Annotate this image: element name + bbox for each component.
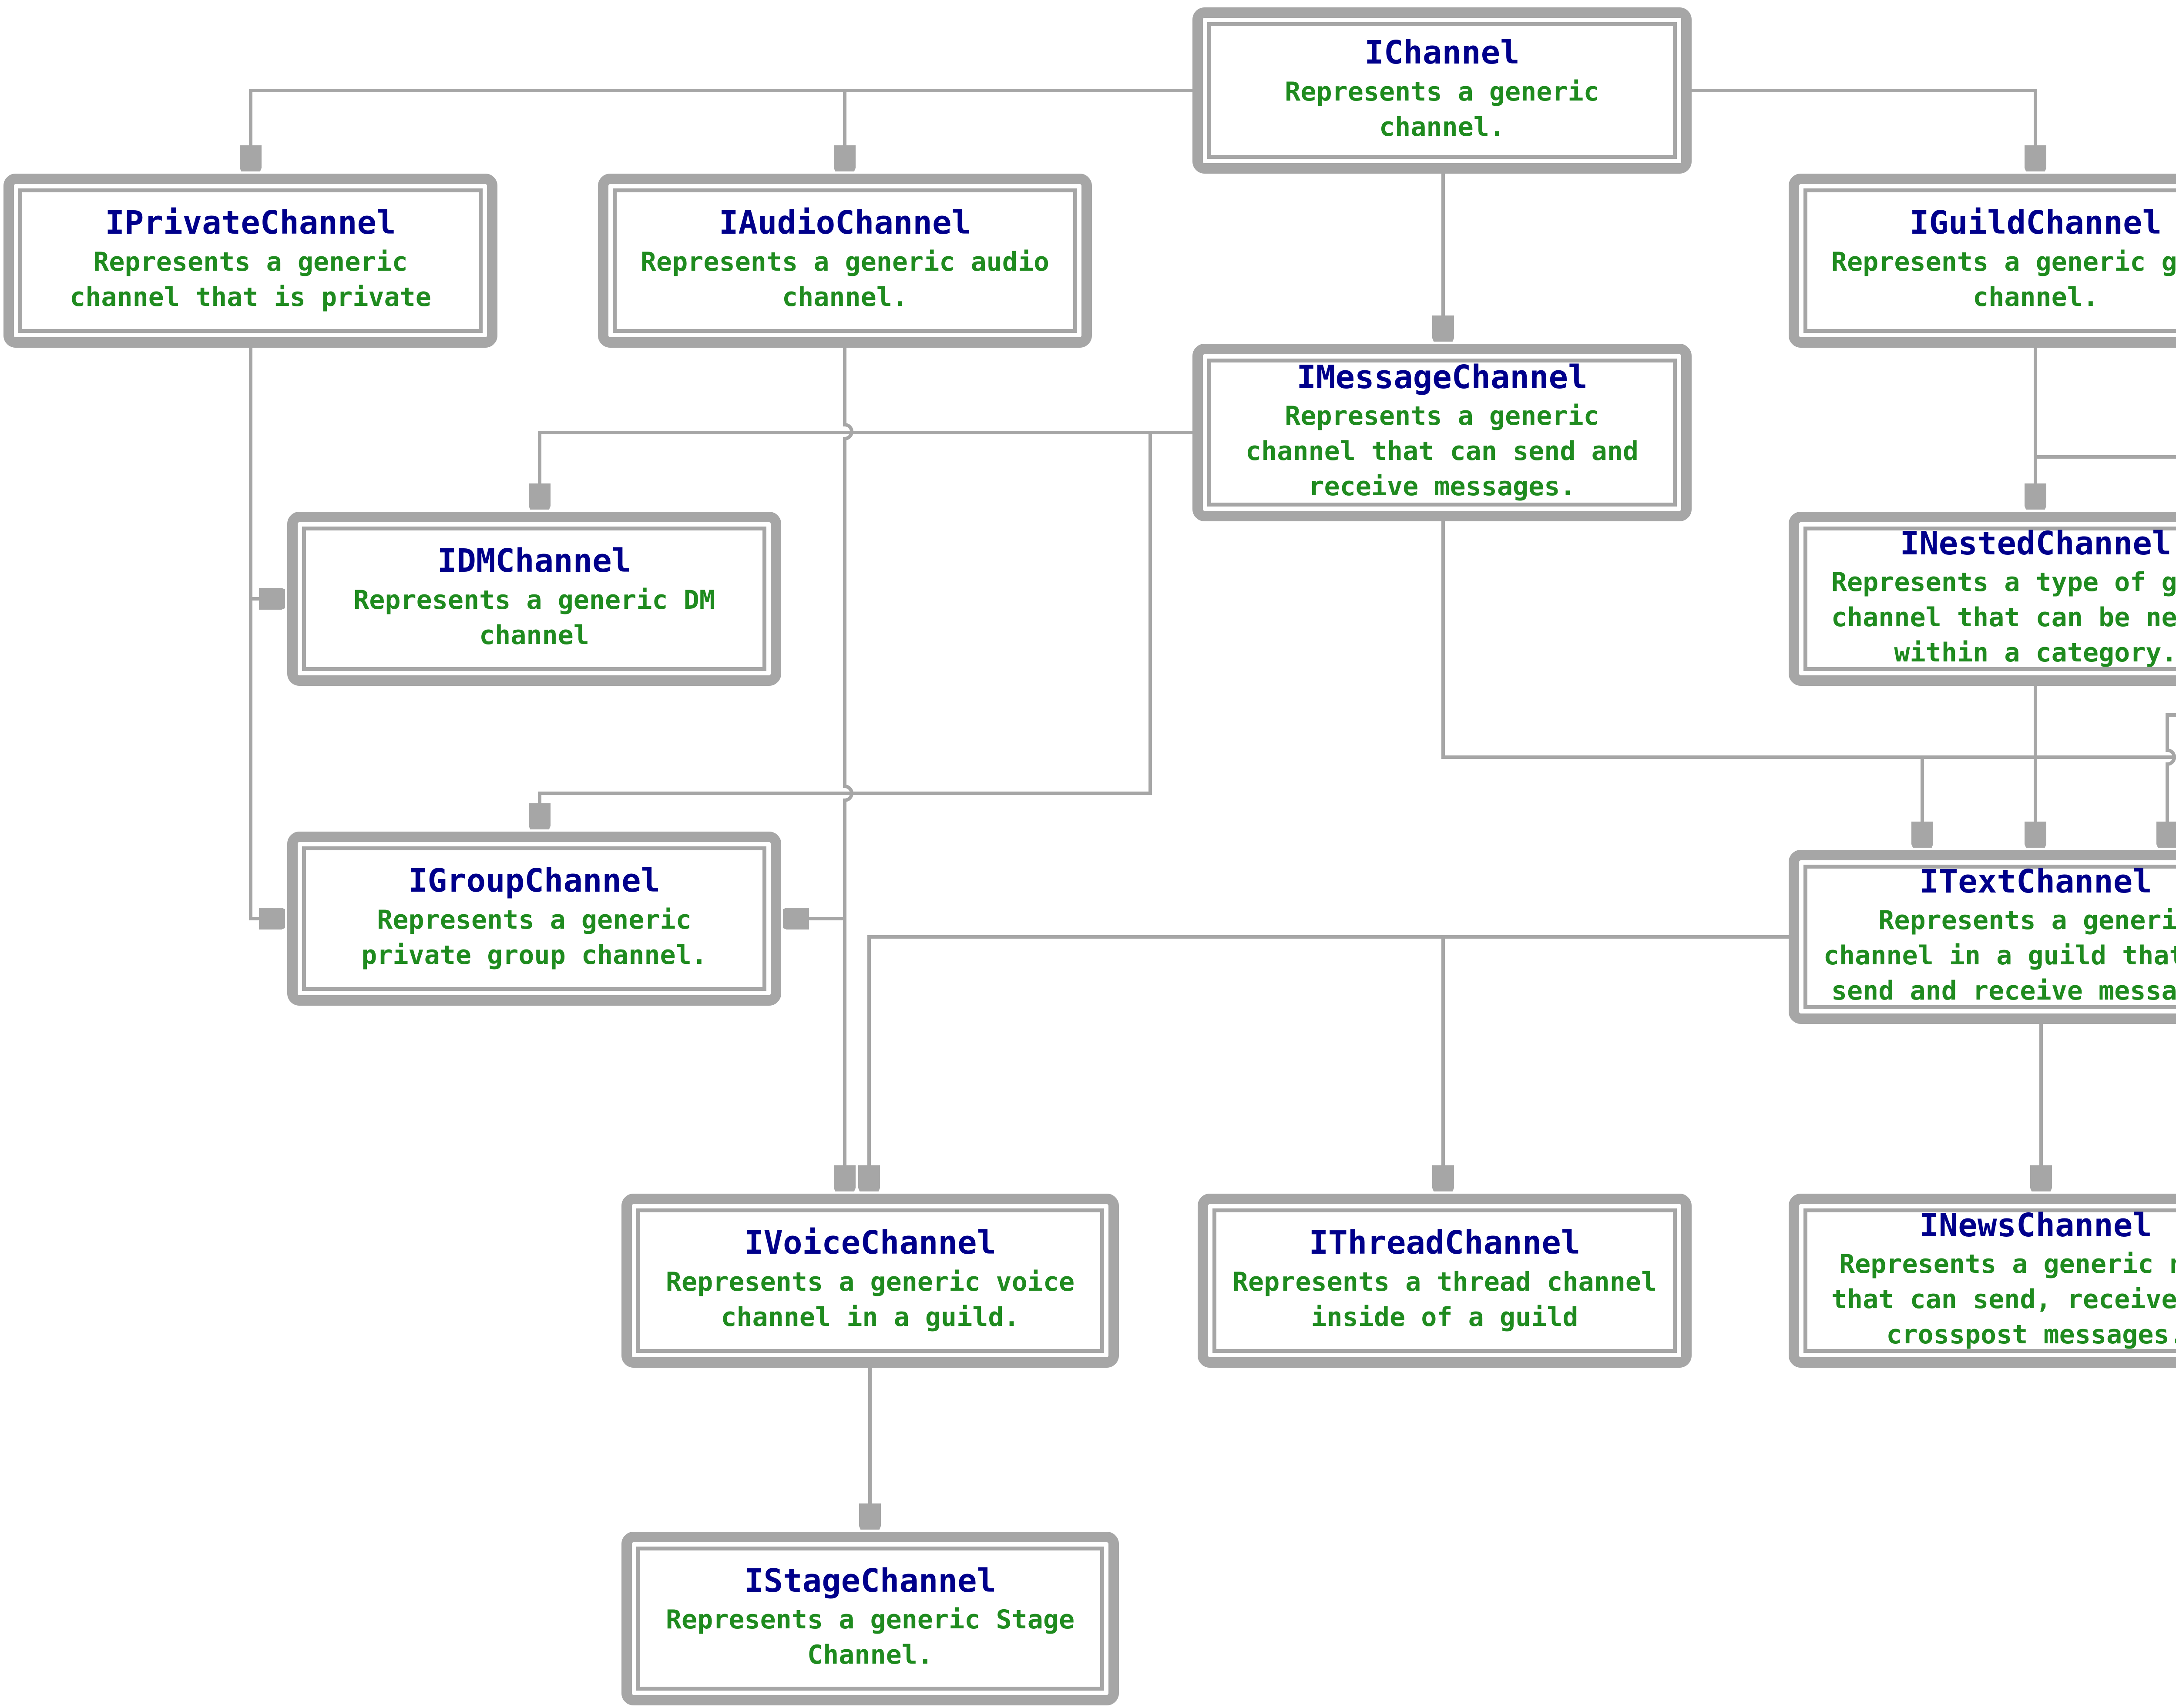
node-title: IThreadChannel bbox=[1309, 1224, 1581, 1262]
node-title: IVoiceChannel bbox=[744, 1224, 997, 1262]
node-description: Represents a generic channel that can se… bbox=[1245, 401, 1639, 502]
node-description: Represents a generic audio channel. bbox=[640, 246, 1050, 312]
node-ichannel: IChannel Represents a generic channel. bbox=[1192, 7, 1692, 174]
edge-imessagechannel-to-itextchannel bbox=[1441, 521, 1922, 846]
node-title: IStageChannel bbox=[744, 1562, 997, 1600]
node-iguildchannel: IGuildChannel Represents a generic guild… bbox=[1789, 174, 2176, 348]
node-title: IGroupChannel bbox=[408, 862, 661, 900]
node-title: IDMChannel bbox=[437, 542, 631, 580]
edge-ichannel-to-iguildchannel bbox=[1692, 89, 2035, 169]
node-ivoicechannel: IVoiceChannel Represents a generic voice… bbox=[621, 1194, 1119, 1368]
node-igroupchannel: IGroupChannel Represents a generic priva… bbox=[287, 832, 781, 1006]
node-title: IPrivateChannel bbox=[105, 204, 396, 242]
node-description: Represents a generic voice channel in a … bbox=[665, 1266, 1075, 1332]
edge-iintegrationchannel-to-itextchannel bbox=[2167, 713, 2176, 846]
node-description: Represents a generic private group chann… bbox=[361, 904, 707, 970]
node-title: IAudioChannel bbox=[719, 204, 971, 242]
node-imessagechannel: IMessageChannel Represents a generic cha… bbox=[1192, 344, 1692, 521]
node-description: Represents a generic DM channel bbox=[353, 584, 715, 651]
node-itextchannel: ITextChannel Represents a generic channe… bbox=[1789, 850, 2176, 1024]
node-description: Represents a generic channel that is pri… bbox=[70, 246, 431, 312]
node-iaudiochannel: IAudioChannel Represents a generic audio… bbox=[598, 174, 1092, 348]
edge-ichannel-to-iprivatechannel bbox=[251, 89, 1192, 169]
edge-iguildchannel-to-iintegrationchannel bbox=[2035, 455, 2176, 459]
edge-itextchannel-to-ivoicechannel bbox=[869, 935, 1789, 1189]
node-title: IMessageChannel bbox=[1296, 358, 1588, 396]
node-idmchannel: IDMChannel Represents a generic DM chann… bbox=[287, 512, 781, 686]
node-iprivatechannel: IPrivateChannel Represents a generic cha… bbox=[3, 174, 497, 348]
edge-iprivatechannel-to-igroupchannel bbox=[249, 348, 283, 919]
node-title: INestedChannel bbox=[1900, 524, 2172, 562]
edge-imessagechannel-to-igroupchannel bbox=[540, 433, 1152, 827]
edge-inestedchannel-to-iforumchannel bbox=[1922, 755, 2176, 759]
node-description: Represents a generic Stage Channel. bbox=[665, 1604, 1075, 1671]
node-inestedchannel: INestedChannel Represents a type of guil… bbox=[1789, 512, 2176, 686]
node-description: Represents a thread channel inside of a … bbox=[1232, 1266, 1657, 1332]
node-description: Represents a generic news that can send,… bbox=[1831, 1249, 2176, 1350]
edge-imessagechannel-to-idmchannel bbox=[540, 431, 1192, 507]
node-description: Represents a generic guild channel. bbox=[1831, 246, 2176, 312]
node-title: INewsChannel bbox=[1919, 1206, 2152, 1244]
node-title: ITextChannel bbox=[1919, 862, 2152, 900]
node-inewschannel: INewsChannel Represents a generic news t… bbox=[1789, 1194, 2176, 1368]
node-title: IChannel bbox=[1364, 34, 1520, 72]
node-description: Represents a generic channel in a guild … bbox=[1823, 905, 2176, 1007]
node-istagechannel: IStageChannel Represents a generic Stage… bbox=[621, 1532, 1119, 1705]
node-description: Represents a generic channel. bbox=[1285, 76, 1599, 142]
node-description: Represents a type of guild channel that … bbox=[1831, 567, 2176, 668]
edge-iaudiochannel-to-ivoicechannel bbox=[845, 348, 852, 1189]
node-title: IGuildChannel bbox=[1909, 204, 2162, 242]
node-ithreadchannel: IThreadChannel Represents a thread chann… bbox=[1198, 1194, 1692, 1368]
